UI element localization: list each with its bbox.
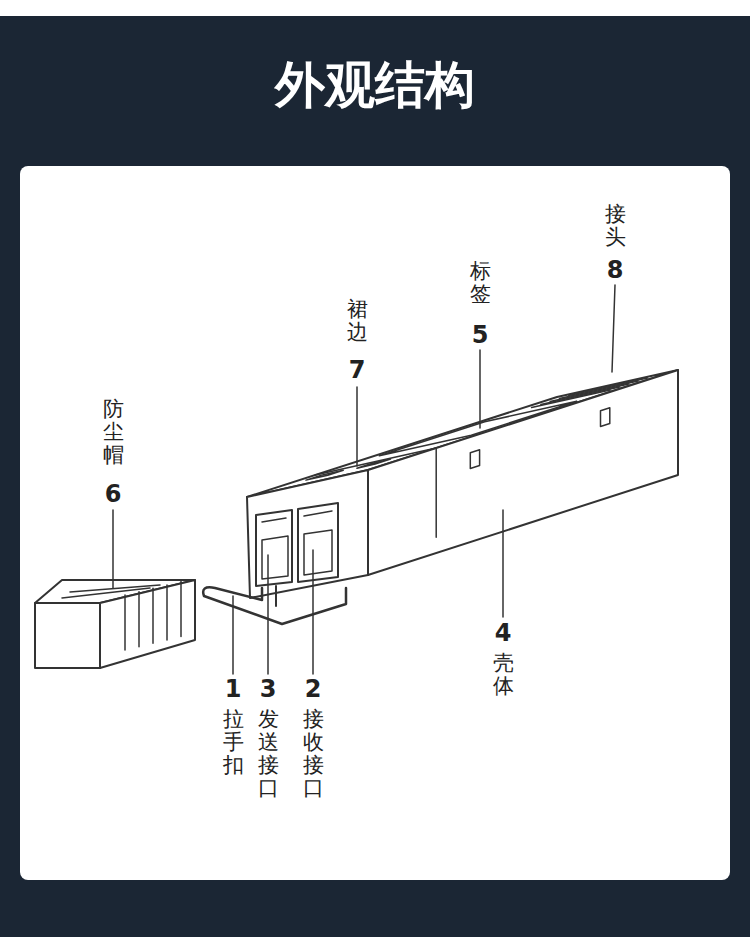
dust-cap-front xyxy=(35,603,100,668)
dust-cap-ridge xyxy=(166,585,168,640)
part-name: 发送接口 xyxy=(258,708,279,800)
callout-number: 4 xyxy=(495,621,512,645)
leader-line xyxy=(312,550,314,674)
transmit-port xyxy=(256,510,292,586)
side-slot xyxy=(470,450,479,469)
leader-line xyxy=(267,555,269,674)
label-area xyxy=(379,401,576,456)
leader-line xyxy=(356,387,358,466)
callout-number: 5 xyxy=(472,323,489,347)
skirt-seam-side xyxy=(435,448,437,537)
top-bar xyxy=(0,0,750,16)
skirt-hole xyxy=(306,470,343,480)
page-title: 外观结构 xyxy=(0,55,750,115)
pull-latch xyxy=(203,587,346,624)
port-inner-edge xyxy=(262,511,332,522)
part-name: 接头 xyxy=(605,203,626,249)
dust-cap-ridge xyxy=(180,582,182,637)
connector-stripe xyxy=(550,384,629,402)
dust-cap-ridge xyxy=(138,592,140,647)
connector-stripe xyxy=(532,390,611,408)
dust-cap-side xyxy=(100,580,195,668)
port-inner xyxy=(262,536,288,579)
leader-line xyxy=(232,596,234,674)
receive-port xyxy=(298,503,338,582)
part-name: 拉手扣 xyxy=(223,708,244,777)
leader-line xyxy=(612,285,615,372)
dust-cap-ridge xyxy=(124,595,126,650)
part-name: 裙边 xyxy=(347,298,368,344)
callout-number: 7 xyxy=(349,358,366,382)
part-name: 接收接口 xyxy=(303,708,324,800)
skirt-hole xyxy=(357,459,391,468)
pull-latch-arm xyxy=(275,586,277,606)
module-side-face xyxy=(368,370,678,575)
leader-line xyxy=(112,510,114,588)
skirt-seam xyxy=(315,448,436,475)
connector-stripe xyxy=(569,378,648,396)
dust-cap-groove xyxy=(62,585,160,598)
side-slot xyxy=(601,408,610,427)
part-name: 防尘帽 xyxy=(103,398,124,467)
module-front-face xyxy=(247,470,368,598)
leader-line xyxy=(479,350,481,428)
part-name: 壳体 xyxy=(493,652,514,698)
part-name: 标签 xyxy=(470,260,491,306)
callout-number: 6 xyxy=(105,482,122,506)
port-inner xyxy=(304,530,332,575)
callout-number: 8 xyxy=(607,258,624,282)
leader-line xyxy=(502,510,504,617)
connector-stripe xyxy=(560,381,639,399)
connector-stripe xyxy=(541,387,620,405)
callout-number: 1 xyxy=(225,677,242,701)
callout-number: 2 xyxy=(305,677,322,701)
dust-cap-ridge xyxy=(152,588,154,643)
callout-number: 3 xyxy=(260,677,277,701)
